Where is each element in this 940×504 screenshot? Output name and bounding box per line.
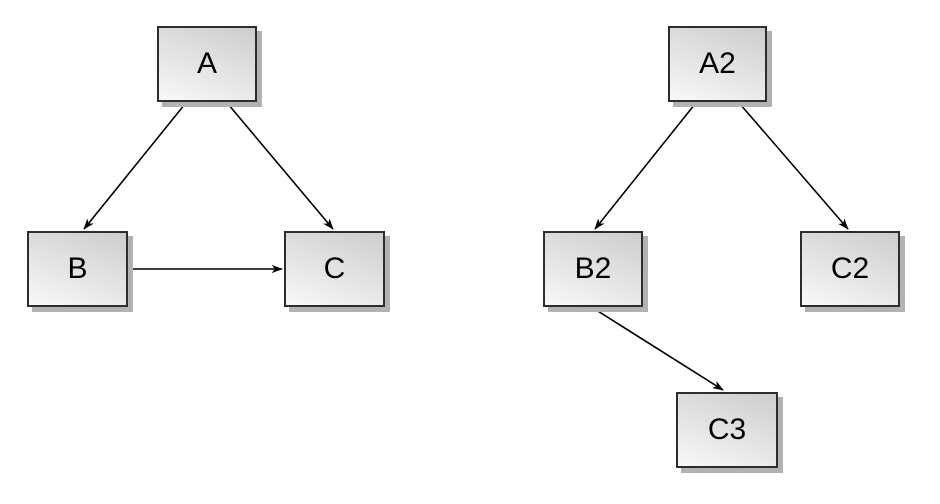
node-C2[interactable]: C2 bbox=[800, 231, 900, 307]
node-A[interactable]: A bbox=[157, 26, 257, 102]
node-label-C3: C3 bbox=[707, 413, 747, 446]
edge-A-C bbox=[227, 103, 334, 229]
node-C3[interactable]: C3 bbox=[676, 392, 778, 468]
edge-A2-B2 bbox=[594, 103, 696, 229]
node-B2[interactable]: B2 bbox=[543, 231, 643, 307]
node-label-C: C bbox=[323, 252, 346, 285]
node-A2[interactable]: A2 bbox=[668, 26, 767, 102]
edge-A2-C2 bbox=[739, 103, 849, 229]
node-label-A: A bbox=[196, 47, 217, 80]
node-label-B2: B2 bbox=[574, 252, 612, 285]
edge-B2-C3 bbox=[592, 307, 723, 391]
edge-A-B bbox=[83, 103, 186, 229]
node-label-A2: A2 bbox=[699, 47, 736, 80]
node-B[interactable]: B bbox=[27, 231, 128, 307]
node-label-B: B bbox=[67, 252, 88, 285]
node-label-C2: C2 bbox=[830, 252, 870, 285]
node-C[interactable]: C bbox=[284, 231, 385, 307]
edge-group bbox=[83, 103, 849, 391]
